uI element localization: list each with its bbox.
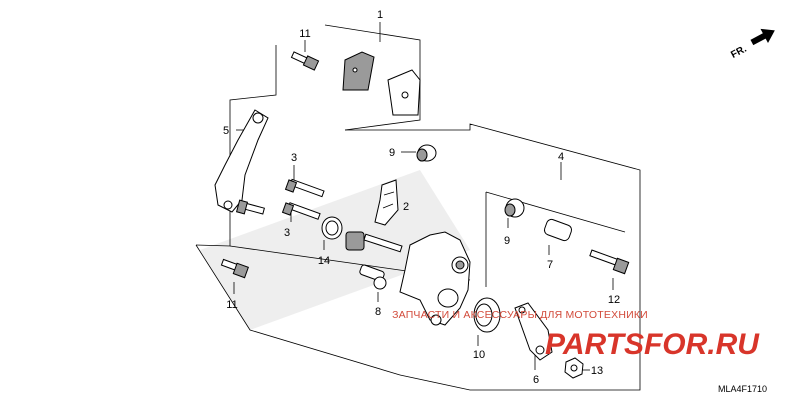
callout-3-lower: 3 [284, 227, 290, 239]
callout-10: 10 [473, 349, 485, 361]
watermark-tagline: ЗАПЧАСТИ И АКСЕССУАРЫ ДЛЯ МОТОТЕХНИКИ [392, 309, 648, 321]
part-caliper-body [399, 231, 471, 326]
part-piston [473, 297, 501, 333]
background-logo-ghost [200, 170, 470, 330]
callout-11-lower: 11 [226, 299, 237, 311]
diagram-code: MLA4F1710 [718, 384, 767, 394]
callout-1: 1 [377, 9, 383, 21]
callout-7: 7 [547, 259, 553, 271]
part-seal-ring [321, 216, 343, 240]
callout-9-upper: 9 [389, 147, 395, 159]
part-bolt-right [589, 249, 630, 275]
callout-5: 5 [223, 125, 229, 137]
part-brake-pads [342, 51, 421, 116]
part-bracket [214, 109, 269, 213]
part-pad-spring [374, 179, 399, 226]
callout-6: 6 [533, 374, 539, 386]
watermark-brand: PARTSFOR.RU [545, 328, 760, 361]
watermark: ЗАПЧАСТИ И АКСЕССУАРЫ ДЛЯ МОТОТЕХНИКИ PA… [392, 309, 760, 361]
direction-label: FR. [729, 43, 749, 60]
callout-14: 14 [318, 255, 330, 267]
part-boot-right [504, 198, 525, 218]
part-bracket-bolt [235, 199, 265, 215]
part-plate [514, 302, 553, 361]
callout-3-upper: 3 [291, 152, 297, 164]
part-flange-bolt-lower [220, 258, 249, 279]
part-bleed-screw [359, 264, 387, 290]
callout-13: 13 [591, 365, 603, 377]
part-slide-pin-upper [284, 178, 325, 198]
direction-indicator: FR. [729, 28, 775, 61]
part-flange-bolt-upper [290, 51, 320, 71]
part-boot-upper [416, 144, 437, 162]
callout-4: 4 [558, 151, 564, 163]
callout-2: 2 [403, 201, 409, 213]
assembly-outline [195, 24, 641, 391]
callout-labels: 1 11 5 3 9 4 2 3 9 7 14 12 11 8 10 13 6 [223, 9, 620, 386]
callout-9-right: 9 [504, 235, 510, 247]
part-sleeve-bolt [345, 231, 403, 253]
callout-12: 12 [608, 294, 620, 306]
callout-8: 8 [375, 306, 381, 318]
part-nut [564, 357, 584, 379]
forward-arrow-icon [750, 28, 775, 46]
callout-11-upper: 11 [299, 28, 310, 40]
part-slide-pin-lower [281, 202, 321, 220]
part-collar [543, 218, 573, 242]
